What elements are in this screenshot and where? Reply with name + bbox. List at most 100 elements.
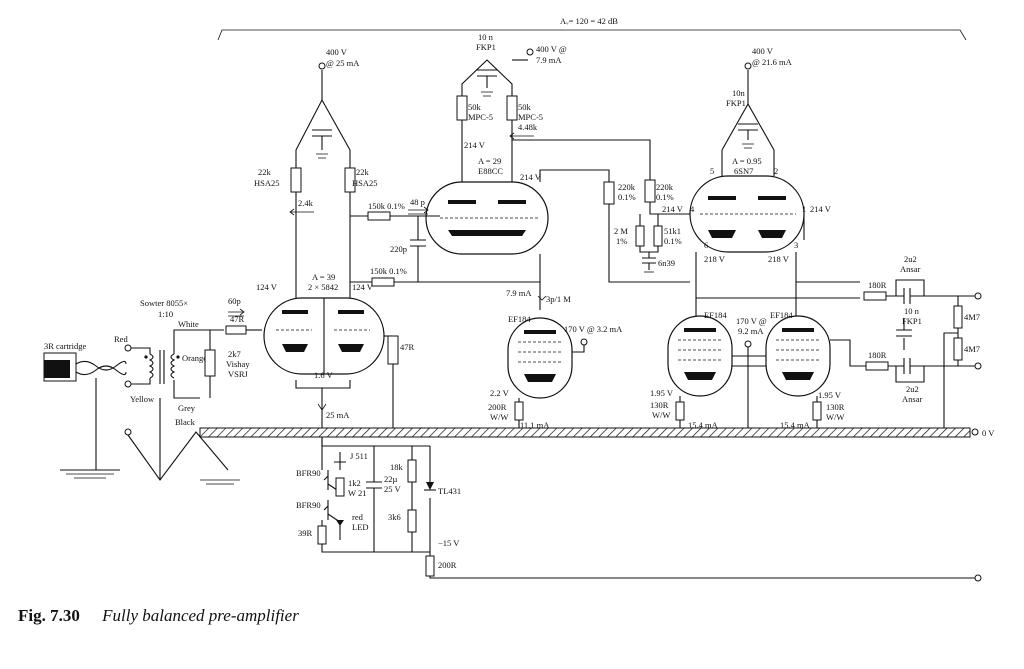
figure-title: Fully balanced pre-amplifier: [102, 606, 299, 625]
stage1-z: 2.4k: [298, 198, 314, 208]
out-c-bot: 2u2: [906, 384, 919, 394]
stage2-cap: 10 n: [478, 32, 494, 42]
pin-1: 1: [802, 204, 806, 214]
ccs-left-rk: [514, 401, 524, 421]
r-2m-label: 2 M: [614, 226, 628, 236]
stage3-tube: 6SN7: [734, 166, 753, 176]
bias-neg: −15 V: [438, 538, 460, 548]
wire-white: White: [178, 319, 199, 329]
out-r4m7-bot-label: 4M7: [964, 344, 980, 354]
stage1-r-right: 22k: [356, 167, 370, 177]
stage2-tube: E88CC: [478, 166, 503, 176]
stage3-grid-r-right: [644, 179, 656, 203]
out-c10n-b: FKP1: [902, 316, 922, 326]
gain-bracket: [217, 29, 967, 41]
ccs-right-vk2: 1.95 V: [818, 390, 842, 400]
stage3-cap: 10n: [732, 88, 746, 98]
stage1-v-right: 124 V: [352, 282, 374, 292]
stage2-mA: 7.9 mA: [506, 288, 532, 298]
ccs-right-rk2-label: 130R: [826, 402, 845, 412]
pin-4: 4: [690, 204, 695, 214]
figure-number: Fig. 7.30: [18, 606, 80, 625]
bias-r39: [317, 525, 327, 545]
load-resistor: [204, 349, 216, 377]
out-c-top: 2u2: [904, 254, 917, 264]
r220a-b: 0.1%: [618, 192, 636, 202]
stage3-grid-r-left: [603, 181, 615, 205]
stage2-fb: 150k 0.1%: [368, 201, 405, 211]
bias-led: red: [352, 512, 364, 522]
out-c10n: 10 n: [904, 306, 920, 316]
bias-r1k2: [335, 477, 345, 497]
supply-3: 400 V: [752, 46, 774, 56]
stage3-gain: A = 0.95: [732, 156, 762, 166]
supply-2: 400 V @: [536, 44, 567, 54]
out-r4m7-bot: [953, 337, 963, 361]
ccs-left-i: 11.1 mA: [520, 420, 550, 430]
cartridge-label: 3R cartridge: [44, 341, 86, 351]
stage1-r-left-b: HSA25: [254, 178, 280, 188]
ground-bus: [199, 427, 971, 438]
stage3-v3: 218 V: [768, 254, 790, 264]
stage2-v-right: 214 V: [520, 172, 542, 182]
r220b: 220k: [656, 182, 674, 192]
gain-header: Aᵥ= 120 = 42 dB: [560, 16, 618, 26]
stage1-v-cathode: 1.6 V: [314, 370, 334, 380]
bias-r1k2-label: 1k2: [348, 478, 361, 488]
load-r-type: VSRJ: [228, 369, 249, 379]
stage2-fb-r1: [367, 211, 391, 221]
wire-grey: Grey: [178, 403, 196, 413]
bias-r1k2-b: W 21: [348, 488, 367, 498]
ccs-right-rk2-type: W/W: [826, 412, 844, 422]
bias-r18k-label: 18k: [390, 462, 404, 472]
stage2-r2b: MPC-5: [518, 112, 543, 122]
stage2-r1: 50k: [468, 102, 482, 112]
stage1-r-left: 22k: [258, 167, 272, 177]
ccs-right-i1: 15.4 mA: [688, 420, 719, 430]
load-r-brand: Vishay: [226, 359, 250, 369]
stage3-v6: 218 V: [704, 254, 726, 264]
stage2-fb-r2: [371, 277, 395, 287]
ccs-right-rk1-label: 130R: [650, 400, 669, 410]
ccs-right-i2: 15.4 mA: [780, 420, 811, 430]
ccs-left-v: 170 V @ 3.2 mA: [564, 324, 623, 334]
pin-6: 6: [704, 240, 708, 250]
ccs-right-vk1: 1.95 V: [650, 388, 674, 398]
stage1-tube: 2 × 5842: [308, 282, 338, 292]
ccs-right-rk1-type: W/W: [652, 410, 670, 420]
ccs-left-rk-label: 200R: [488, 402, 507, 412]
pin-2: 2: [774, 166, 778, 176]
c-6n39: 6n39: [658, 258, 675, 268]
ccs-right-tube2: EF184: [770, 310, 793, 320]
bias-c22-b: 25 V: [384, 484, 401, 494]
bias-r18k: [407, 459, 417, 483]
supply-3-current: @ 21.6 mA: [752, 57, 793, 67]
r-2m: [635, 225, 645, 247]
out-r4m7-top-label: 4M7: [964, 312, 980, 322]
supply-1: 400 V: [326, 47, 348, 57]
ccs-left-vk: 2.2 V: [490, 388, 510, 398]
input-yellow: Yellow: [130, 394, 155, 404]
ccs-right-v2: 9.2 mA: [738, 326, 764, 336]
stage1-gain: A = 39: [312, 272, 335, 282]
input-cap: 60p: [228, 296, 241, 306]
r-51k1-tol: 0.1%: [664, 236, 682, 246]
out-r180-bot-label: 180R: [868, 350, 887, 360]
stage2-anode-r-right: [506, 95, 518, 121]
stage2-r2: 50k: [518, 102, 532, 112]
transformer: [148, 353, 154, 379]
bias-q2: BFR90: [296, 500, 321, 510]
stage2-cap-b: FKP1: [476, 42, 496, 52]
stage2-gain: A = 29: [478, 156, 501, 166]
transformer-label: Sowter 8055×: [140, 298, 188, 308]
tube-ef184-left: [507, 317, 573, 399]
input-resistor: [225, 325, 247, 335]
supply-2-current: 7.9 mA: [536, 55, 562, 65]
ccs-left-rk-type: W/W: [490, 412, 508, 422]
stage1-current: 25 mA: [326, 410, 350, 420]
r220a: 220k: [618, 182, 636, 192]
bias-r3k6: [407, 509, 417, 533]
stage1-r-right-b: HSA25: [352, 178, 378, 188]
out-r180-bot: [865, 361, 889, 371]
